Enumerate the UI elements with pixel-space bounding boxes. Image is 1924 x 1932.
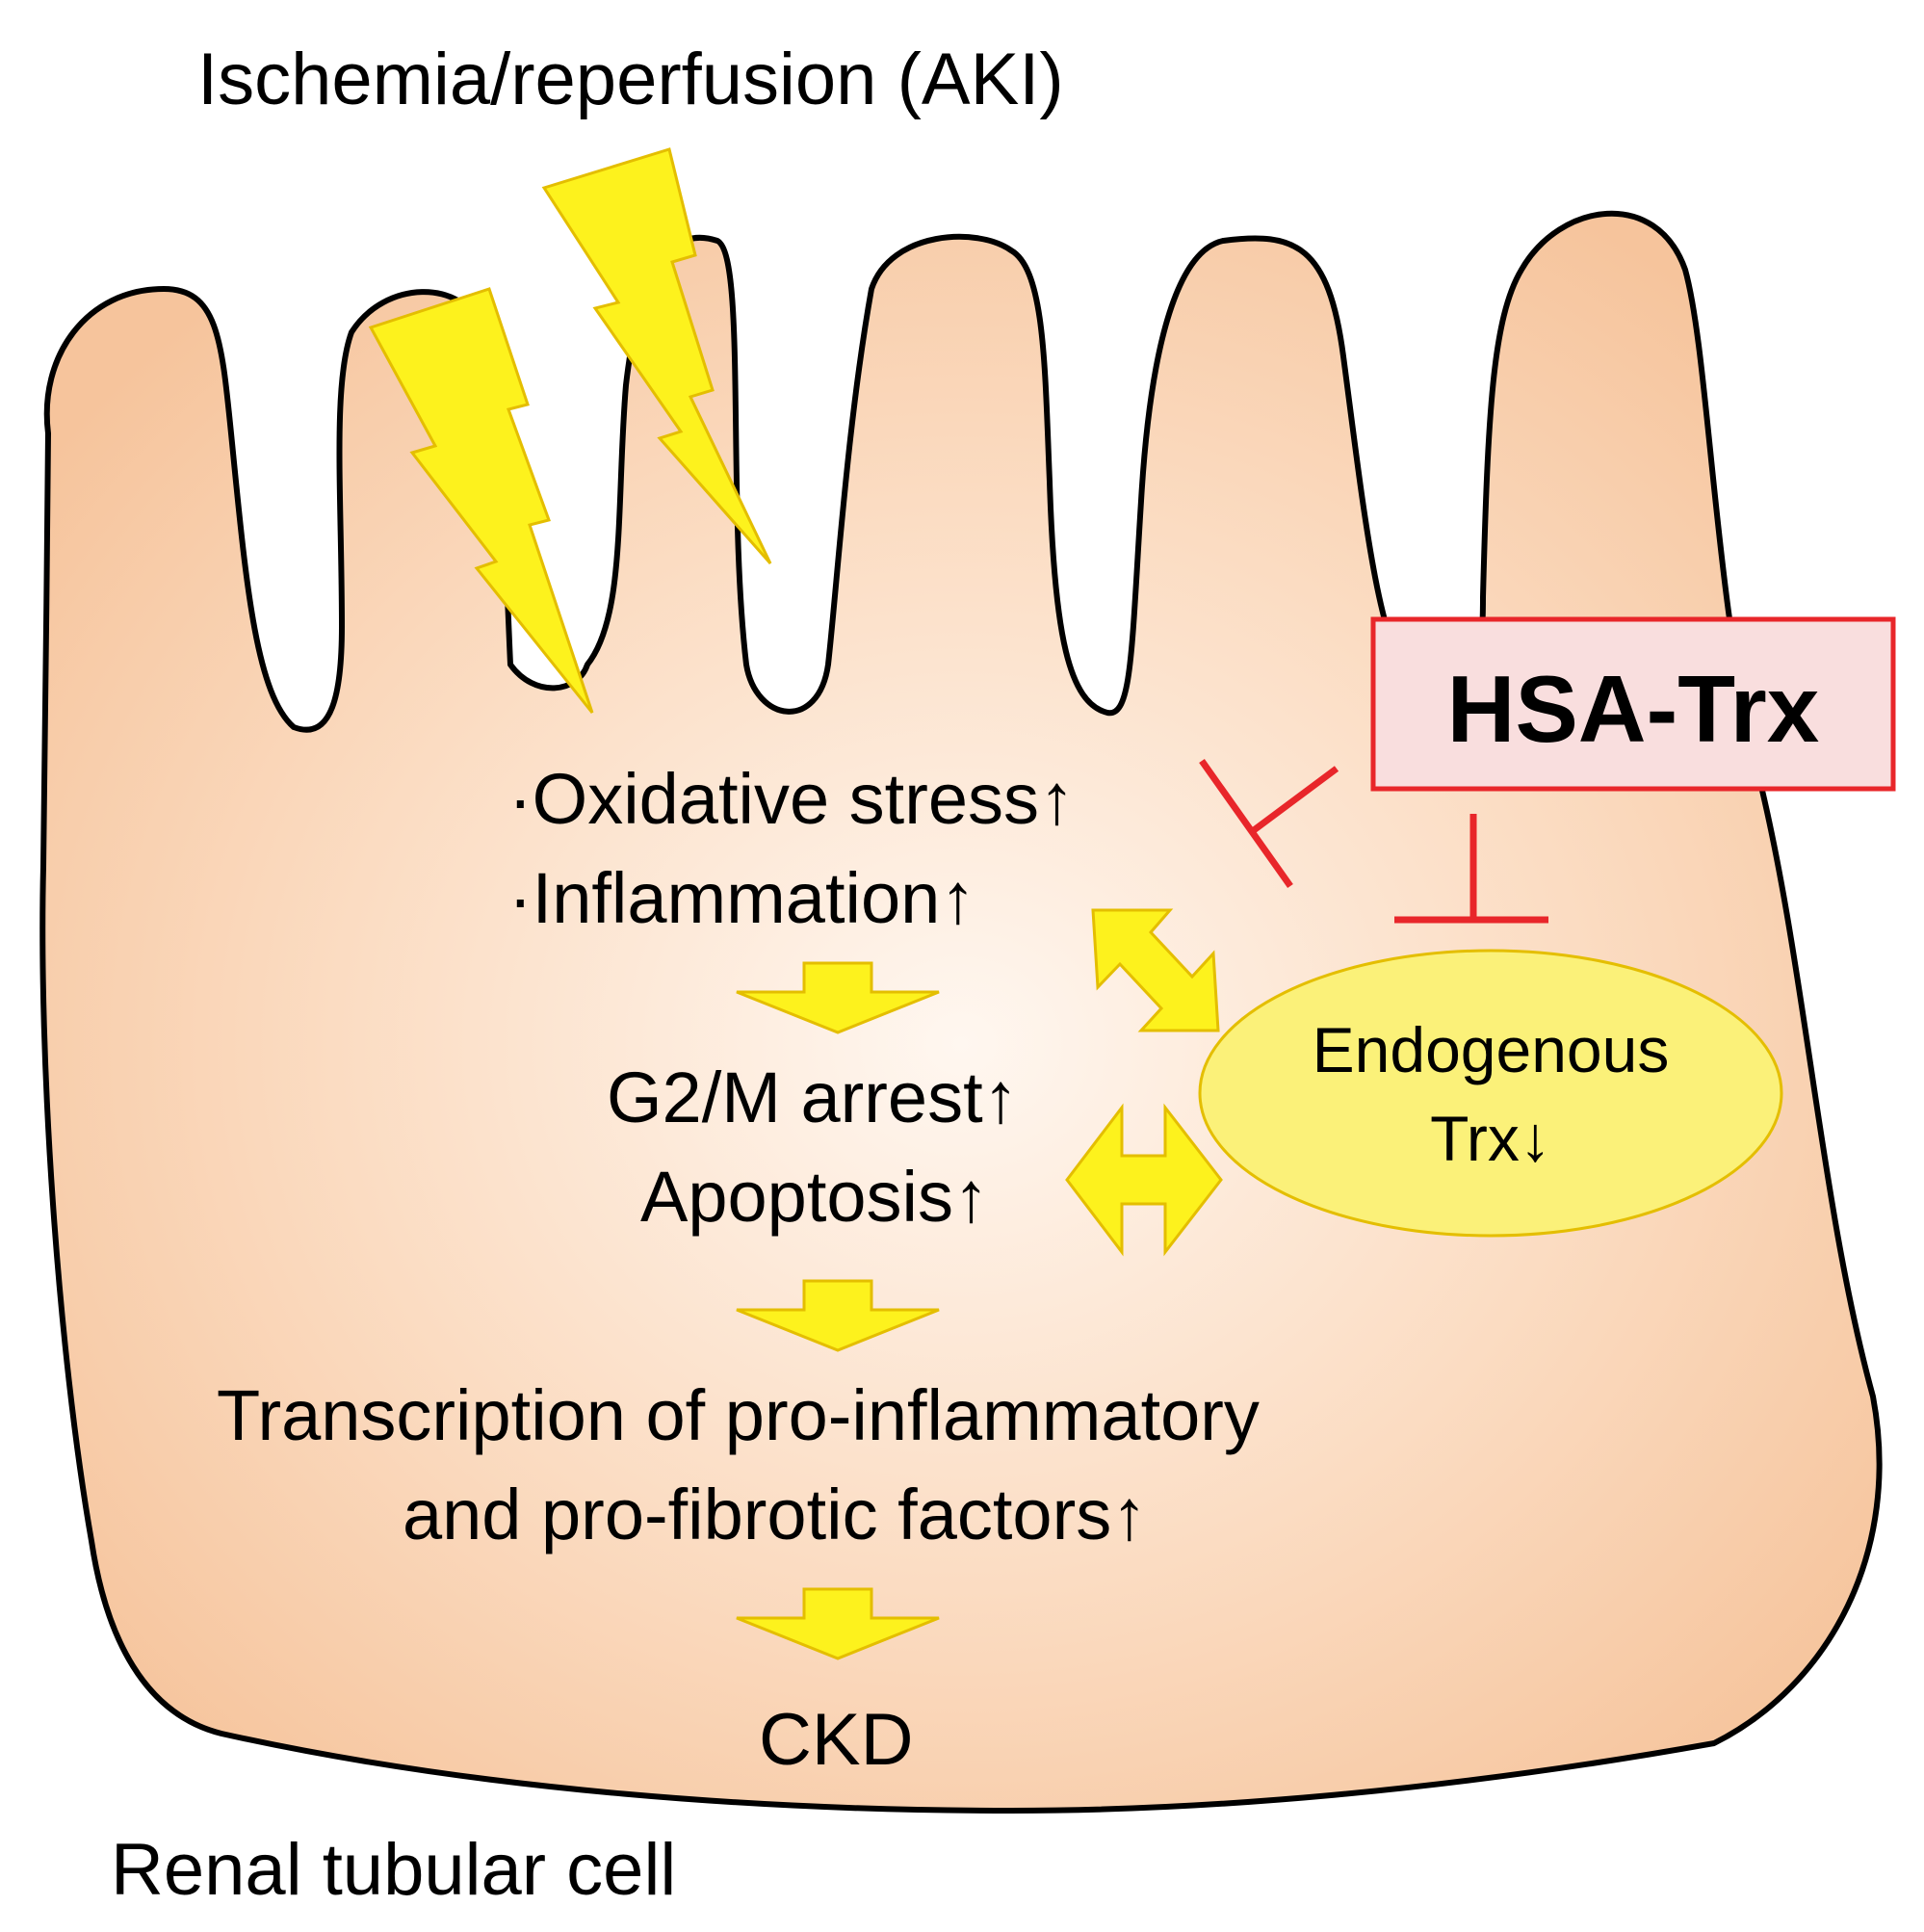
bullet-inflammation: ·Inflammation↑ [508, 858, 975, 938]
endogenous-trx-line1: Endogenous [1313, 1014, 1670, 1085]
g2m-arrest-label: G2/M arrest↑ [607, 1057, 1019, 1137]
inhibition-endogenous-trx [1394, 814, 1548, 924]
horizontal-double-arrow-icon [1065, 1103, 1223, 1257]
hsa-trx-label: HSA-Trx [1447, 656, 1820, 762]
transcription-line2: and pro-fibrotic factors↑ [403, 1475, 1147, 1554]
down-arrow-2-icon [736, 1279, 940, 1352]
lightning-bolt-left-icon [368, 287, 594, 714]
transcription-line1: Transcription of pro-inflammatory [217, 1375, 1260, 1455]
diagonal-double-arrow-icon [1091, 908, 1220, 1032]
hsa-trx-box [1370, 616, 1896, 792]
bullet-oxidative-stress: ·Oxidative stress↑ [508, 759, 1075, 839]
lightning-bolt-right-icon [541, 147, 772, 564]
endogenous-trx-line2: Trx↓ [1430, 1103, 1551, 1174]
ckd-outcome-label: CKD [759, 1699, 913, 1781]
figure-title: Ischemia/reperfusion (AKI) [197, 39, 1064, 120]
down-arrow-1-icon [736, 961, 940, 1034]
inhibition-oxidative-stress [1199, 758, 1339, 889]
apoptosis-label: Apoptosis↑ [640, 1157, 989, 1237]
endogenous-trx-ellipse [1198, 949, 1783, 1238]
down-arrow-3-icon [736, 1587, 940, 1660]
cell-label: Renal tubular cell [111, 1829, 676, 1911]
